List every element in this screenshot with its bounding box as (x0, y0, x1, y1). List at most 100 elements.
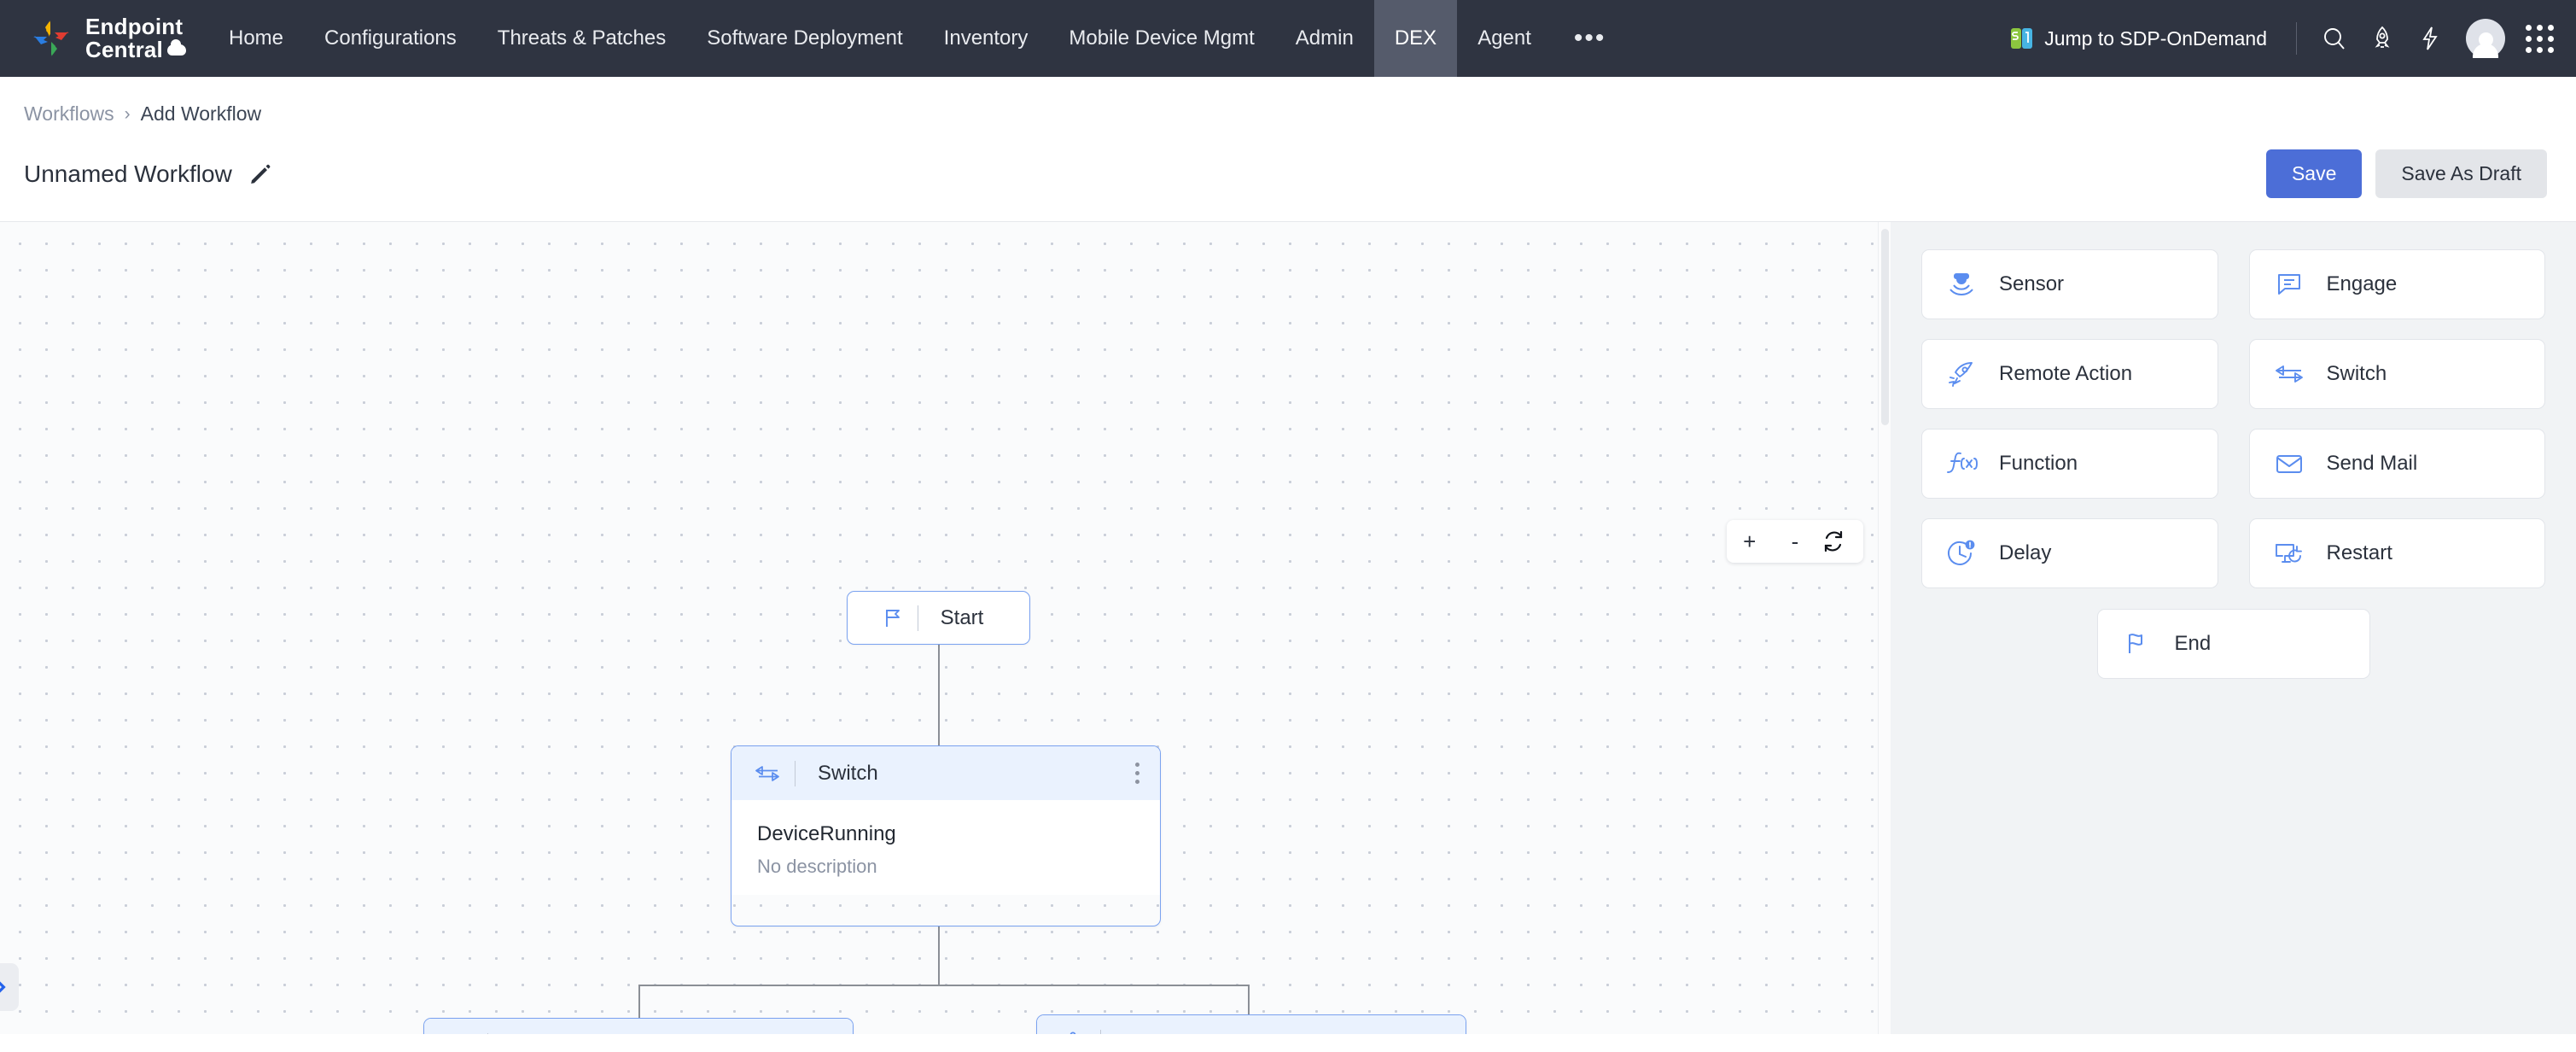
pencil-icon[interactable] (249, 163, 271, 185)
palette-item-function[interactable]: Function (1921, 429, 2218, 499)
save-button[interactable]: Save (2265, 149, 2363, 198)
kebab-menu-icon[interactable] (1115, 763, 1160, 784)
connector-switch-down (938, 926, 940, 985)
node-switch-body: DeviceRunning No description (731, 800, 1160, 895)
flag-end-icon (2120, 631, 2154, 657)
breadcrumb: Workflows › Add Workflow (0, 77, 2576, 126)
main-area: + - Start (0, 221, 2576, 1034)
nav-more-icon[interactable]: ••• (1573, 24, 1606, 52)
flag-start-icon (870, 605, 918, 631)
reset-view-icon[interactable] (1822, 530, 1858, 552)
breadcrumb-workflows[interactable]: Workflows (24, 102, 114, 125)
palette-item-sensor-label: Sensor (1999, 272, 2065, 295)
node-start[interactable]: Start (847, 591, 1030, 645)
connector-branch-horizontal (638, 985, 1250, 986)
node-switch[interactable]: Switch DeviceRunning No description (731, 745, 1161, 926)
nav-item-threats-patches[interactable]: Threats & Patches (497, 26, 667, 50)
app-grid-icon[interactable] (2526, 24, 2554, 53)
node-switch-header: Switch (731, 746, 1160, 800)
palette-item-remote-action[interactable]: Remote Action (1921, 339, 2218, 409)
switch-arrows-icon (747, 763, 788, 784)
palette-item-restart[interactable]: Restart (2248, 518, 2545, 588)
zoom-out-button[interactable]: - (1791, 529, 1799, 554)
node-start-label: Start (940, 605, 984, 629)
jump-to-sdp-button[interactable]: Jump to SDP-OnDemand (1995, 26, 2282, 50)
connector-start-to-switch (938, 645, 940, 745)
brand-logo[interactable]: Endpoint Central (0, 15, 208, 61)
monitor-restart-icon (2272, 541, 2306, 566)
expand-panel-icon[interactable] (0, 963, 19, 1011)
nav-item-software-deployment[interactable]: Software Deployment (707, 26, 903, 50)
palette-end-row: End (1921, 609, 2545, 679)
nav-items: Home Configurations Threats & Patches So… (208, 0, 1628, 77)
brand-line-1: Endpoint (85, 13, 184, 39)
node-case-default-header: Case (1037, 1015, 1466, 1034)
switch-arrows-icon (2272, 363, 2306, 385)
rocket-icon[interactable] (2358, 15, 2406, 62)
nav-right-section: Jump to SDP-OnDemand (1995, 15, 2576, 62)
nav-item-dex[interactable]: DEX (1373, 0, 1458, 77)
search-icon[interactable] (2311, 15, 2358, 62)
palette-item-switch[interactable]: Switch (2248, 339, 2545, 409)
case-default-divider (1100, 1029, 1101, 1034)
node-switch-type: Switch (818, 761, 878, 785)
page-header: Unnamed Workflow Save Save As Draft (0, 126, 2576, 198)
node-case-default[interactable]: Case Default No description (1036, 1014, 1466, 1034)
header-actions: Save Save As Draft (2265, 149, 2547, 198)
palette-item-end[interactable]: End (2096, 609, 2370, 679)
connector-branch-right-down (1248, 985, 1250, 1019)
nav-item-mobile-device-mgmt[interactable]: Mobile Device Mgmt (1069, 26, 1255, 50)
palette-item-engage[interactable]: Engage (2248, 249, 2545, 319)
node-switch-name: DeviceRunning (757, 822, 896, 845)
rocket-icon (1944, 360, 1979, 388)
avatar[interactable] (2466, 19, 2505, 58)
node-case-true-type: Case (492, 1034, 558, 1035)
palette-item-delay[interactable]: Delay (1921, 518, 2218, 588)
palette-item-restart-label: Restart (2326, 541, 2392, 564)
node-switch-description: No description (757, 856, 877, 877)
nav-item-agent[interactable]: Agent (1477, 26, 1531, 50)
save-as-draft-button[interactable]: Save As Draft (2375, 149, 2547, 198)
canvas-scrollbar[interactable] (1878, 222, 1891, 1034)
palette-item-remote-action-label: Remote Action (1999, 362, 2133, 385)
workflow-canvas[interactable]: + - Start (0, 221, 1891, 1034)
node-case-default-type: Case (1104, 1031, 1171, 1035)
nav-item-home[interactable]: Home (228, 26, 284, 50)
jump-to-sdp-label: Jump to SDP-OnDemand (2044, 26, 2267, 50)
nav-item-admin[interactable]: Admin (1295, 26, 1354, 50)
palette-grid: Sensor Engage (1921, 249, 2545, 588)
brand-line-2: Central (85, 37, 163, 62)
palette-item-sensor[interactable]: Sensor (1921, 249, 2218, 319)
palette-item-end-label: End (2174, 632, 2212, 655)
palette-item-send-mail[interactable]: Send Mail (2248, 429, 2545, 499)
sensor-icon (1944, 272, 1979, 297)
palette-item-engage-label: Engage (2326, 272, 2398, 295)
bottom-spacer (0, 1034, 2576, 1052)
nav-divider (2296, 22, 2297, 55)
page-title: Unnamed Workflow (24, 160, 232, 187)
function-fx-icon (1944, 451, 1979, 476)
top-navigation-bar: Endpoint Central Home Configurations Thr… (0, 0, 2576, 77)
pinwheel-logo-icon (29, 16, 73, 61)
brand-name: Endpoint Central (85, 15, 186, 61)
node-palette: Sensor Engage (1891, 221, 2576, 1034)
branch-fork-icon (1052, 1031, 1093, 1034)
zoom-in-button[interactable]: + (1743, 529, 1757, 554)
lightning-bolt-icon[interactable] (2406, 15, 2454, 62)
clock-alert-icon (1944, 540, 1979, 567)
branch-fork-icon (440, 1034, 481, 1035)
chat-bubble-icon (2272, 272, 2306, 297)
connector-branch-left-down (638, 985, 640, 1019)
cloud-icon (166, 39, 186, 56)
breadcrumb-separator-icon: › (124, 103, 131, 124)
node-case-true-header: Case (424, 1019, 853, 1034)
palette-item-switch-label: Switch (2326, 362, 2387, 385)
envelope-icon (2272, 452, 2306, 476)
zoom-controls: + - (1727, 520, 1863, 563)
nav-item-inventory[interactable]: Inventory (943, 26, 1029, 50)
case-true-divider (487, 1032, 488, 1034)
nav-item-configurations[interactable]: Configurations (324, 26, 457, 50)
node-case-true[interactable]: Case True No description (423, 1018, 854, 1034)
switch-divider (795, 760, 796, 786)
palette-item-delay-label: Delay (1999, 541, 2052, 564)
